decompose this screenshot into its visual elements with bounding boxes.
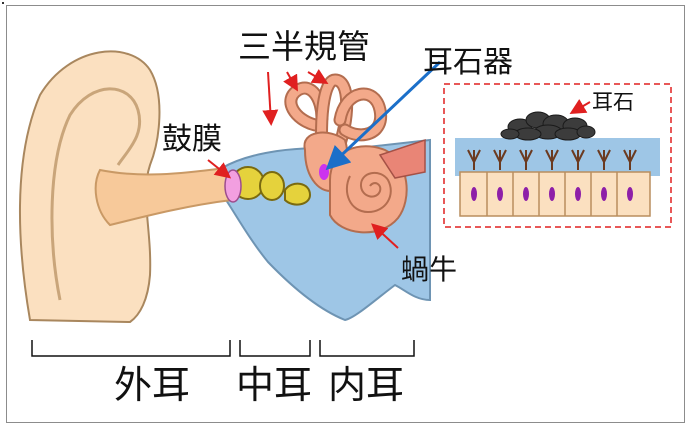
stapes bbox=[285, 184, 310, 205]
incus bbox=[260, 172, 284, 200]
corner-mark bbox=[2, 2, 4, 4]
hair-cells bbox=[460, 172, 650, 216]
eardrum-label: 鼓膜 bbox=[162, 125, 222, 155]
otolith-organ-label: 耳石器 bbox=[423, 48, 513, 78]
otolith-label: 耳石 bbox=[592, 92, 634, 113]
section-brackets bbox=[32, 340, 414, 356]
middle-ear-label: 中耳 bbox=[236, 366, 312, 404]
otolith-crystals bbox=[501, 112, 595, 140]
outer-ear-label: 外耳 bbox=[114, 366, 190, 404]
otolith-organ-spot bbox=[319, 164, 329, 180]
cochlea-label: 蝸牛 bbox=[401, 256, 457, 284]
inner-ear-label: 内耳 bbox=[328, 366, 404, 404]
semicircular-canals-label: 三半規管 bbox=[238, 30, 370, 63]
ear-canal bbox=[96, 168, 232, 225]
